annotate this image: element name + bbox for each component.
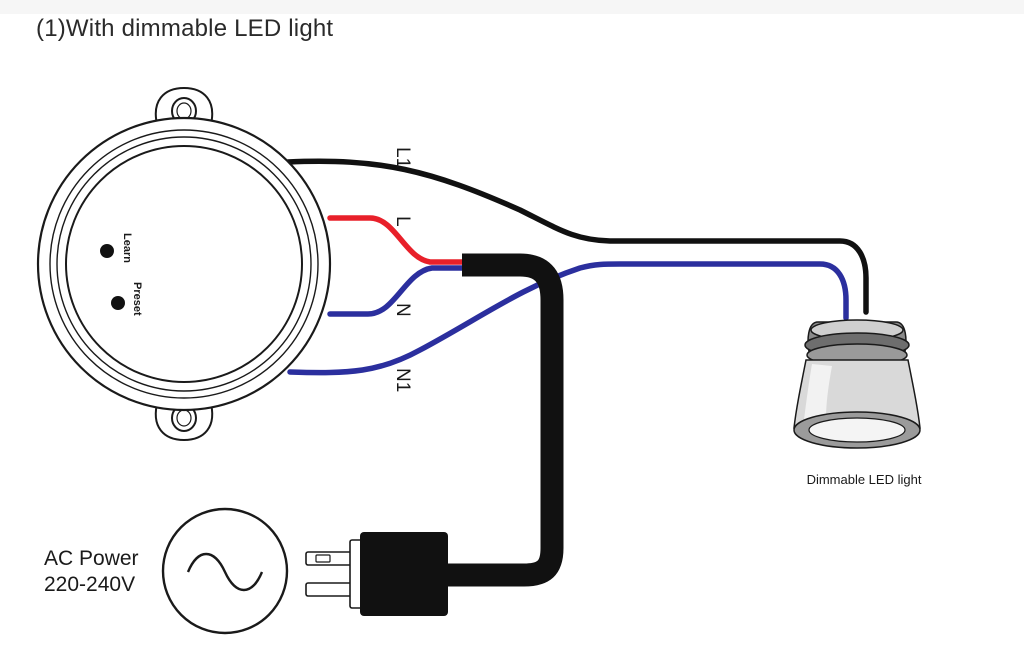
preset-label: Preset [131,282,143,316]
wire-n [327,265,467,317]
learn-button[interactable] [100,244,114,258]
preset-button[interactable] [111,296,125,310]
diagram-title: (1)With dimmable LED light [36,15,334,42]
label-l1: L1 [392,147,413,168]
lamp-face-inner [808,417,906,443]
label-n: N [392,303,413,317]
power-cable [440,253,564,587]
ac-power-source [161,507,289,635]
mounting-hole-bottom-inner [176,409,192,427]
wire-n1 [287,261,849,376]
wires [285,158,869,587]
learn-label: Learn [121,233,133,263]
mounting-hole-top-inner [176,102,192,120]
sensor-unit [36,86,332,442]
label-l: L [392,216,413,227]
wire-l1 [285,158,869,315]
plug-body [360,532,448,616]
label-n1: N1 [392,368,413,392]
sine-wave-icon [186,553,264,591]
top-band [0,0,1024,14]
led-lamp [793,319,921,449]
sensor-inner-face [65,145,303,383]
ac-power-label: AC Power [44,547,139,570]
wire-l [327,215,467,265]
lamp-label: Dimmable LED light [807,472,922,487]
wire-labels: L1 L N N1 [392,147,413,392]
power-plug [305,532,448,616]
voltage-label: 220-240V [44,573,135,596]
lamp-body-shade [804,364,832,420]
plug-prong-top-hole [315,554,331,563]
